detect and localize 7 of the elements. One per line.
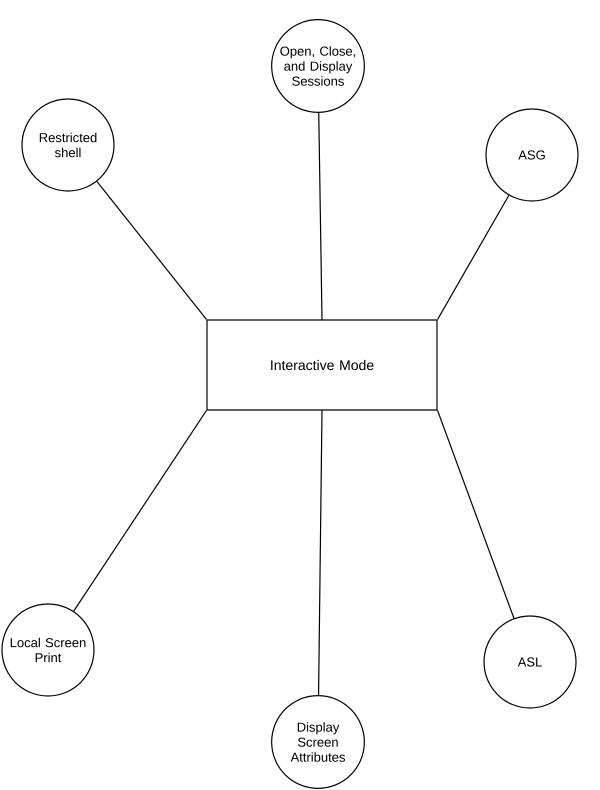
connector-line: [96, 181, 207, 320]
connector-line: [437, 410, 514, 618]
connector-line: [437, 195, 510, 320]
connector-line: [73, 410, 207, 612]
connector-line: [318, 112, 323, 320]
process-box: Interactive Mode: [206, 319, 438, 411]
connector-line: [318, 410, 323, 696]
